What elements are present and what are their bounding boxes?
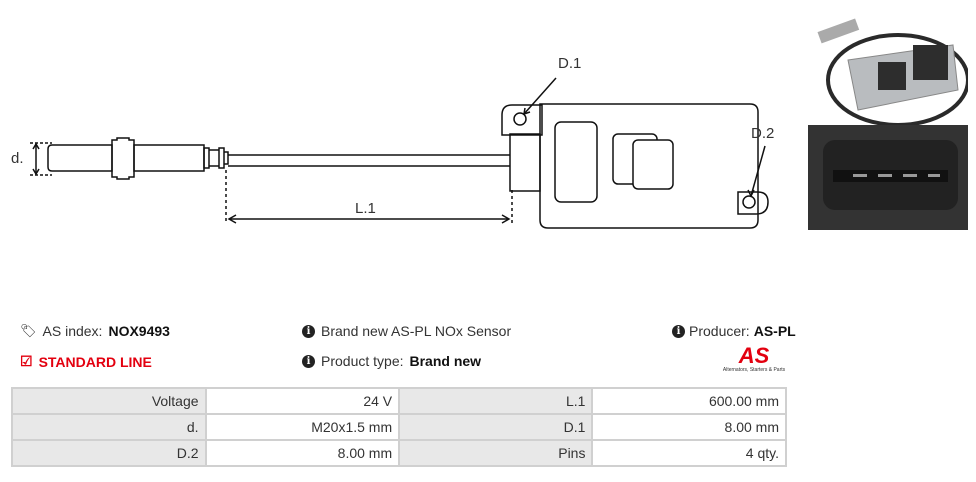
tags-icon: 🏷	[20, 323, 37, 338]
check-square-icon: ☑	[20, 353, 33, 369]
info-icon: i	[302, 354, 315, 368]
label-l1: L.1	[355, 200, 376, 217]
label-d1: D.1	[558, 55, 582, 72]
standard-line-badge: ☑ STANDARD LINE	[20, 353, 152, 370]
label-d2: D.2	[751, 125, 775, 142]
info-icon: i	[302, 324, 315, 338]
as-index: 🏷 AS index:NOX9493	[20, 323, 170, 339]
technical-drawing	[30, 77, 769, 229]
label-d: d.	[11, 150, 24, 167]
as-pl-logo: AS Alternators, Starters & Parts	[722, 343, 786, 374]
info-icon: i	[672, 324, 685, 338]
product-photo	[808, 0, 968, 230]
